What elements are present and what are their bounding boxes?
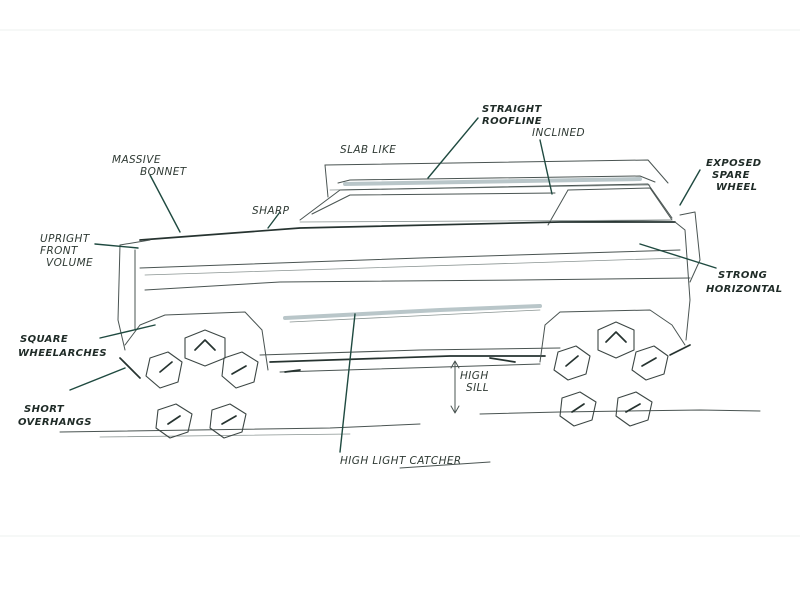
label-exposed: EXPOSED [706,158,762,169]
label-inclined: INCLINED [532,127,585,139]
label-straight: STRAIGHT [482,104,543,115]
label-sill: SILL [466,382,489,394]
ground-lines [59,409,761,438]
label-massive: MASSIVE [112,154,161,166]
label-strong: STRONG [718,270,767,281]
label-wheelarches: WHEELARCHES [18,348,107,359]
side-highlight [283,304,542,320]
front-wheels [145,329,259,439]
label-bonnet: BONNET [140,166,188,178]
label-overhangs: OVERHANGS [18,417,92,428]
roof-highlight [343,177,642,186]
body-shell [117,211,701,379]
label-sharp: SHARP [252,205,290,217]
label-upright: UPRIGHT [40,233,91,245]
label-high: HIGH [460,370,489,382]
label-square: SQUARE [20,334,68,345]
greenhouse [299,183,673,226]
label-wheel: WHEEL [716,182,757,193]
rear-wheels [553,321,669,427]
label-short: SHORT [24,404,65,415]
high-sill-dimension [450,360,460,414]
label-highlight-catcher: HIGH LIGHT CATCHER [340,455,462,467]
label-slab-like: SLAB LIKE [340,144,396,156]
highlight-catcher-underline [399,461,491,469]
label-roofline: ROOFLINE [482,116,542,127]
label-horizontal: HORIZONTAL [706,284,783,295]
label-volume: VOLUME [46,257,93,269]
label-spare: SPARE [712,170,750,181]
leader-lines [69,117,717,453]
label-front: FRONT [40,245,79,257]
side-highlight-edge [289,309,541,323]
